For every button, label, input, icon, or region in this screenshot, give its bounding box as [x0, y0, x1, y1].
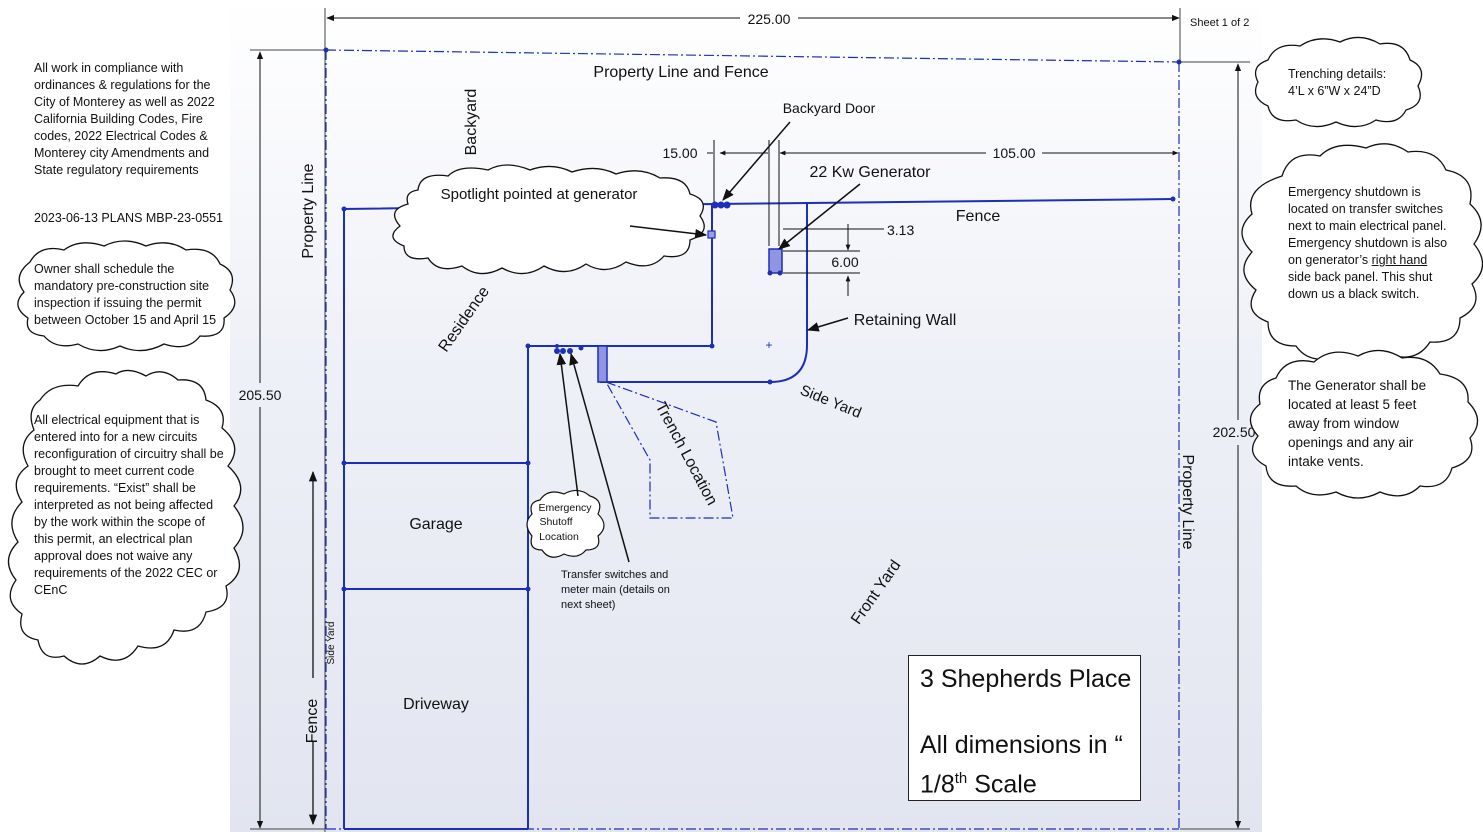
label-garage: Garage [409, 516, 462, 533]
dimension-door-generator [707, 140, 1179, 296]
property-lines [325, 49, 1180, 830]
cloud-generator-distance [1249, 349, 1479, 499]
transfer-switch-block [597, 345, 608, 383]
label-side-yard-small: Side Yard [326, 622, 337, 665]
label-retaining-wall: Retaining Wall [854, 312, 957, 329]
note-emergency-part1: Emergency shutdown is located on transfe… [1288, 185, 1448, 267]
label-emergency-shutoff-2: Shutoff [539, 516, 572, 528]
cloud-emergency-shutoff [526, 489, 605, 558]
label-trench-location: Trench Location [652, 400, 721, 509]
title-scale: 1/8th Scale [920, 762, 1140, 801]
note-owner: Owner shall schedule the mandatory pre-c… [34, 262, 217, 327]
sheet-number: Sheet 1 of 2 [1190, 17, 1249, 29]
title-block: 3 Shepherds Place All dimensions in “ 1/… [908, 655, 1141, 801]
cloud-trenching [1254, 36, 1423, 128]
dimension-generator-offset: 105.00 [993, 145, 1036, 161]
label-fence-left: Fence [304, 699, 321, 744]
dimension-left-height: 205.50 [239, 49, 325, 830]
note-generator-distance: The Generator shall be located at least … [1288, 378, 1427, 469]
label-property-line-fence: Property Line and Fence [593, 64, 768, 81]
emergency-shutoff-marks [554, 344, 584, 354]
trench-outline [605, 381, 734, 519]
note-emergency-underlined: right hand [1371, 253, 1428, 267]
label-front-yard: Front Yard [848, 557, 904, 627]
dimension-generator-length: 6.00 [831, 254, 858, 270]
dimension-right-height-text: 202.50 [1213, 424, 1256, 440]
note-compliance: All work in compliance with ordinances &… [34, 61, 215, 177]
note-plans-id: 2023-06-13 PLANS MBP-23-0551 [34, 211, 224, 225]
building-outline [343, 202, 713, 830]
note-trenching-dims: 4’L x 6”W x 24”D [1288, 84, 1381, 98]
title-scale-sup: th [954, 770, 968, 787]
title-address: 3 Shepherds Place [920, 665, 1132, 693]
label-side-yard: Side Yard [798, 382, 864, 422]
label-emergency-shutoff-3: Location [539, 531, 579, 543]
spotlight-marker [707, 230, 716, 239]
label-residence: Residence [436, 283, 493, 355]
generator-rect [768, 248, 783, 274]
svg-text:+: + [765, 338, 772, 352]
note-trenching-title: Trenching details: [1288, 67, 1387, 81]
dimension-top-width-text: 225.00 [748, 11, 791, 27]
note-electrical: All electrical equipment that is entered… [34, 413, 224, 597]
dimension-left-height-text: 205.50 [239, 387, 282, 403]
note-emergency-shutdown: Emergency shutdown is located on transfe… [1288, 184, 1450, 303]
title-scale-prefix: 1/8 [920, 770, 955, 799]
title-scale-suffix: Scale [967, 770, 1037, 799]
dimension-top-width: 225.00 [324, 8, 1181, 832]
fence-line [711, 198, 1174, 205]
label-driveway: Driveway [403, 696, 469, 713]
label-backyard-door: Backyard Door [783, 100, 876, 116]
dimension-generator-width: 3.13 [887, 222, 914, 238]
label-property-line-left: Property Line [300, 163, 317, 258]
label-fence-top: Fence [956, 208, 1001, 225]
cloud-owner [17, 240, 236, 352]
label-transfer-switches-1: Transfer switches and [561, 569, 668, 581]
backyard-door-marks [711, 201, 731, 209]
dimension-right-height: 202.50 [1180, 61, 1256, 830]
title-dimensions: All dimensions in “ [920, 731, 1123, 759]
label-spotlight: Spotlight pointed at generator [441, 186, 638, 203]
note-trenching: Trenching details: 4’L x 6”W x 24”D [1288, 66, 1418, 100]
label-property-line-right: Property Line [1179, 454, 1196, 549]
cloud-spotlight [392, 164, 705, 275]
cloud-electrical [7, 369, 244, 665]
note-emergency-part2: side back panel. This shut down us a bla… [1288, 270, 1433, 301]
cloud-emergency-shutdown [1241, 143, 1483, 364]
label-transfer-switches-3: next sheet) [561, 599, 615, 611]
label-generator: 22 Kw Generator [810, 164, 932, 181]
label-transfer-switches-2: meter main (details on [561, 584, 670, 596]
leader-arrows [556, 121, 861, 563]
dimension-door-offset: 15.00 [662, 145, 697, 161]
label-emergency-shutoff-1: Emergency [538, 502, 592, 514]
label-backyard: Backyard [463, 89, 480, 156]
